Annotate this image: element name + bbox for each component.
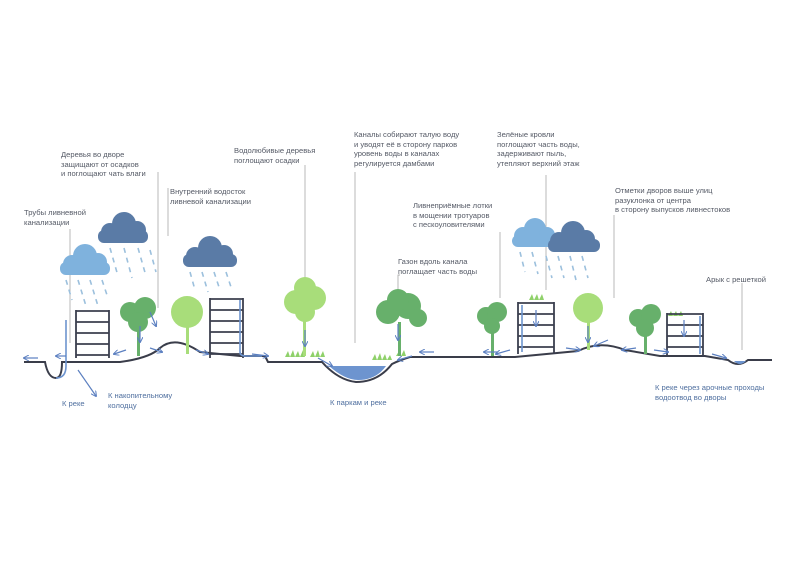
drain-pipes bbox=[55, 300, 701, 379]
label-trees-yard: Деревья во дворе защищают от осадков и п… bbox=[61, 150, 146, 179]
label-lawn: Газон вдоль канала поглащает часть воды bbox=[398, 257, 478, 276]
canal-water bbox=[329, 366, 386, 380]
label-green-roofs: Зелёные кровли поглощают часть воды, зад… bbox=[497, 130, 580, 168]
buildings bbox=[75, 298, 704, 358]
building-icon bbox=[666, 313, 704, 357]
cloud-icon bbox=[60, 244, 110, 275]
building-icon bbox=[75, 310, 110, 358]
flow-arrows bbox=[24, 310, 726, 396]
clouds bbox=[60, 212, 600, 275]
cloud-icon bbox=[98, 212, 148, 243]
tree-icon bbox=[629, 304, 661, 354]
label-to-river: К реке bbox=[62, 399, 85, 408]
cloud-icon bbox=[183, 236, 237, 267]
label-pipes: Трубы ливневной канализации bbox=[24, 208, 86, 227]
label-to-river-arch: К реке через арочные проходы водоотвод в… bbox=[655, 383, 765, 402]
tree-icon bbox=[120, 297, 156, 356]
ground-line bbox=[24, 341, 772, 384]
label-water-trees: Водолюбивые деревья поглощают осадки bbox=[234, 146, 316, 165]
building-icon bbox=[209, 298, 244, 358]
tree-icon bbox=[171, 296, 203, 354]
cloud-icon bbox=[548, 221, 600, 252]
building-icon bbox=[517, 302, 555, 354]
label-trays: Ливнеприёмные лотки в мощении тротуаров … bbox=[413, 201, 493, 230]
rain bbox=[65, 247, 589, 307]
label-inner-drain: Внутренний водосток ливневой канализации bbox=[170, 187, 251, 206]
label-to-well: К накопительному колодцу bbox=[108, 391, 173, 410]
tree-icon bbox=[477, 302, 507, 356]
label-ditch: Арык с решеткой bbox=[706, 275, 766, 284]
trees bbox=[120, 277, 661, 356]
tree-icon bbox=[376, 289, 427, 356]
ditch-water bbox=[734, 361, 746, 364]
label-to-parks: К паркам и реке bbox=[330, 398, 387, 407]
label-yard-levels: Отметки дворов выше улиц разуклонка от ц… bbox=[615, 186, 731, 215]
label-canals: Каналы собирают талую воду и уводят её в… bbox=[354, 130, 460, 168]
cloud-icon bbox=[512, 218, 557, 247]
